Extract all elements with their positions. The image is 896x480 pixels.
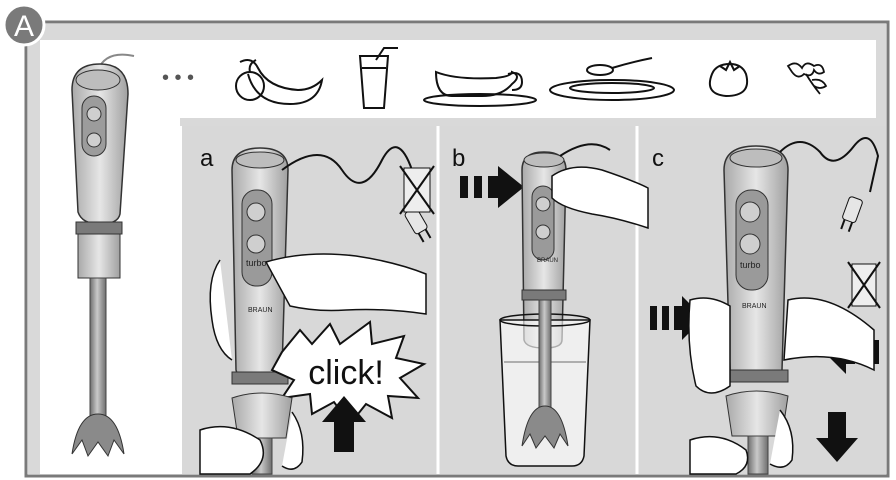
no-socket-icon — [400, 166, 434, 214]
beaker — [500, 300, 590, 466]
panel-c-label: c — [652, 145, 664, 172]
no-socket-icon-c — [848, 262, 880, 308]
turbo-label-a: turbo — [246, 258, 267, 268]
panel-a-label: a — [200, 145, 214, 172]
hand-c-left — [689, 298, 730, 393]
turbo-label-c: turbo — [740, 260, 761, 270]
brand-label-b: BRAUN — [537, 258, 558, 264]
brand-label-c: BRAUN — [742, 303, 767, 310]
brand-label-a: BRAUN — [248, 307, 273, 314]
ellipsis: • • • — [162, 67, 194, 89]
click-callout: click! — [308, 354, 384, 392]
panel-b-label: b — [452, 145, 465, 172]
motor-unit-c: turbo BRAUN — [724, 146, 788, 382]
section-badge-text: A — [14, 10, 34, 43]
section-badge: A — [4, 5, 44, 45]
